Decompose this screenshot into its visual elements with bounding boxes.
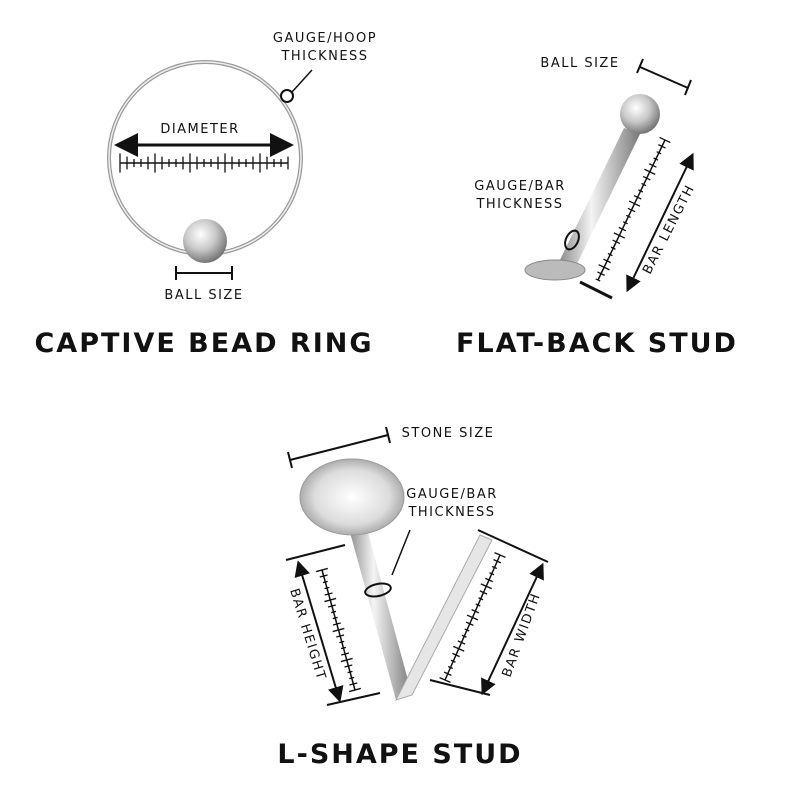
ruler-tick bbox=[461, 634, 467, 638]
diameter-label: DIAMETER bbox=[160, 122, 239, 137]
ruler-tick bbox=[658, 144, 666, 149]
ruler-tick bbox=[659, 136, 671, 144]
bar-width-arrow bbox=[481, 562, 544, 696]
ruler-tick bbox=[489, 572, 495, 576]
ruler-tick bbox=[349, 676, 355, 680]
ruler-tick bbox=[330, 610, 337, 614]
diameter-ruler bbox=[119, 153, 289, 173]
ruler-tick bbox=[607, 252, 613, 257]
ruler-tick bbox=[332, 616, 338, 620]
ruler-tick bbox=[628, 200, 641, 207]
ruler-tick bbox=[478, 597, 484, 601]
ruler-tick bbox=[452, 652, 460, 658]
captive-bead-ring-title: CAPTIVE BEAD RING bbox=[34, 328, 373, 359]
ruler-tick bbox=[471, 609, 480, 614]
thickness-label: THICKNESS bbox=[407, 505, 495, 520]
ruler-tick bbox=[613, 232, 625, 239]
ruler-tick bbox=[494, 552, 506, 558]
hoop-gauge-marker bbox=[280, 89, 294, 103]
l-stud-bent-leg bbox=[395, 534, 493, 701]
ruler-tick bbox=[475, 603, 481, 607]
ruler-tick bbox=[443, 671, 452, 676]
ruler-tick bbox=[644, 168, 656, 175]
ball-size-label: BALL SIZE bbox=[540, 56, 619, 71]
l-shape-stud-title: L-SHAPE STUD bbox=[277, 739, 522, 770]
flat-back-stud-diagram: BALL SIZE GAUGE/BAR THICKNESS BAR LENGTH… bbox=[456, 56, 738, 359]
ruler-tick bbox=[349, 682, 358, 686]
thickness-label: THICKNESS bbox=[475, 197, 563, 212]
bar-gauge-marker bbox=[364, 582, 392, 598]
ruler-tick bbox=[465, 621, 474, 626]
bar-length-arrow bbox=[626, 152, 694, 293]
ruler-tick bbox=[340, 646, 347, 650]
ruler-tick bbox=[453, 645, 465, 652]
ruler-tick bbox=[493, 559, 502, 564]
gauge-bar-label: GAUGE/BAR bbox=[474, 179, 566, 194]
bar-gauge-marker bbox=[564, 229, 580, 251]
ruler-tick bbox=[322, 580, 328, 584]
ruler-tick bbox=[491, 565, 498, 570]
bar-height-arrow bbox=[294, 560, 344, 703]
stud-ball bbox=[620, 94, 660, 134]
thickness-label: THICKNESS bbox=[280, 49, 368, 64]
gauge-bar-label: GAUGE/BAR bbox=[406, 487, 498, 502]
l-stud-vertical-bar bbox=[348, 525, 412, 700]
ruler-tick bbox=[457, 640, 466, 645]
ruler-tick bbox=[612, 239, 621, 245]
ruler-tick bbox=[450, 659, 456, 663]
ruler-tick bbox=[347, 670, 353, 674]
ruler-tick bbox=[464, 628, 470, 632]
ball-size-label: BALL SIZE bbox=[164, 288, 243, 303]
flat-back-stud-title: FLAT-BACK STUD bbox=[456, 328, 738, 359]
l-shape-stud-diagram: STONE SIZE GAUGE/BAR THICKNESS BAR HEIGH… bbox=[277, 426, 549, 770]
ruler-tick bbox=[344, 664, 353, 668]
captive-bead-ring-diagram: GAUGE/HOOP THICKNESS DIAMETER BALL SIZE … bbox=[34, 31, 377, 359]
ruler-tick bbox=[466, 614, 479, 621]
ruler-tick bbox=[603, 258, 612, 264]
ruler-tick bbox=[439, 677, 451, 683]
ruler-tick bbox=[324, 586, 330, 590]
ruler-tick bbox=[618, 226, 627, 232]
stone bbox=[299, 458, 405, 536]
stud-bar bbox=[559, 128, 640, 268]
bar-height-label: BAR HEIGHT bbox=[286, 587, 328, 683]
gauge-hoop-label: GAUGE/HOOP bbox=[273, 31, 377, 46]
ruler-tick bbox=[447, 665, 454, 670]
ruler-tick bbox=[597, 271, 605, 276]
ruler-tick bbox=[598, 264, 610, 271]
ruler-tick bbox=[349, 687, 361, 693]
bar-length-label: BAR LENGTH bbox=[640, 182, 698, 277]
flat-back-disc bbox=[524, 259, 586, 281]
ruler-tick bbox=[339, 640, 345, 644]
stone-size-label: STONE SIZE bbox=[402, 426, 495, 441]
bar-width-label: BAR WIDTH bbox=[500, 591, 545, 680]
ruler-tick bbox=[610, 246, 616, 250]
ruler-tick bbox=[595, 278, 601, 282]
captive-bead bbox=[183, 219, 227, 263]
